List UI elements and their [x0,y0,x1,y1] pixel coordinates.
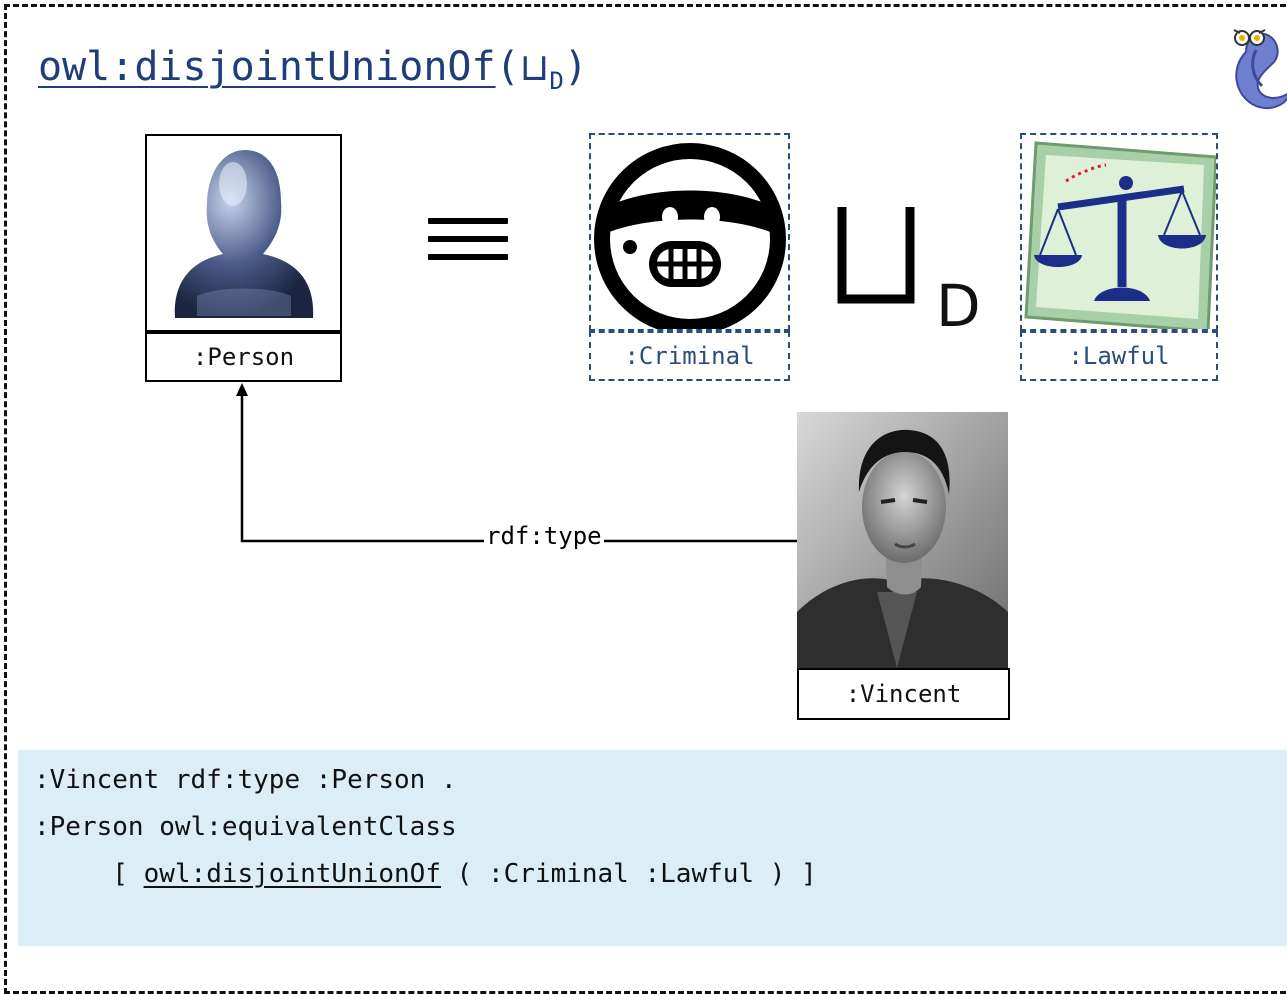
code-disjoint-union-link[interactable]: owl:disjointUnionOf [143,859,441,889]
criminal-image [589,133,790,331]
vincent-label: :Vincent [797,668,1010,720]
code-line-3: [ owl:disjointUnionOf ( :Criminal :Lawfu… [34,858,1287,905]
disjoint-union-symbol-icon [837,207,915,304]
lawful-image [1020,133,1218,331]
title-close-paren: ) [563,44,588,90]
vincent-photo [797,412,1008,668]
criminal-icon [594,143,786,329]
equivalence-symbol [428,218,508,272]
scales-of-justice-icon [1024,141,1216,329]
title-subscript: D [549,67,564,95]
owl-logo-icon [1233,29,1287,110]
rdf-type-connector [236,383,797,543]
vincent-portrait-icon [797,412,1008,668]
slide-title: owl:disjointUnionOf(⊔D) [38,44,588,95]
rdf-type-label: rdf:type [484,522,604,550]
person-image [145,134,342,332]
union-subscript: D [936,272,981,340]
code-line-3-rest: ( :Criminal :Lawful ) ] [441,859,817,889]
criminal-label: :Criminal [589,331,790,381]
person-icon [174,150,314,318]
code-line-3-open: [ [34,859,144,889]
code-line-1: :Vincent rdf:type :Person . [34,765,457,795]
disjoint-union-link[interactable]: owl:disjointUnionOf [38,44,496,90]
title-open-paren: ( [495,44,520,90]
code-line-2: :Person owl:equivalentClass [34,812,457,842]
turtle-code-block: :Vincent rdf:type :Person . :Person owl:… [18,750,1287,946]
lawful-label: :Lawful [1020,331,1218,381]
person-label: :Person [145,332,342,382]
title-union-symbol: ⊔ [519,45,550,89]
